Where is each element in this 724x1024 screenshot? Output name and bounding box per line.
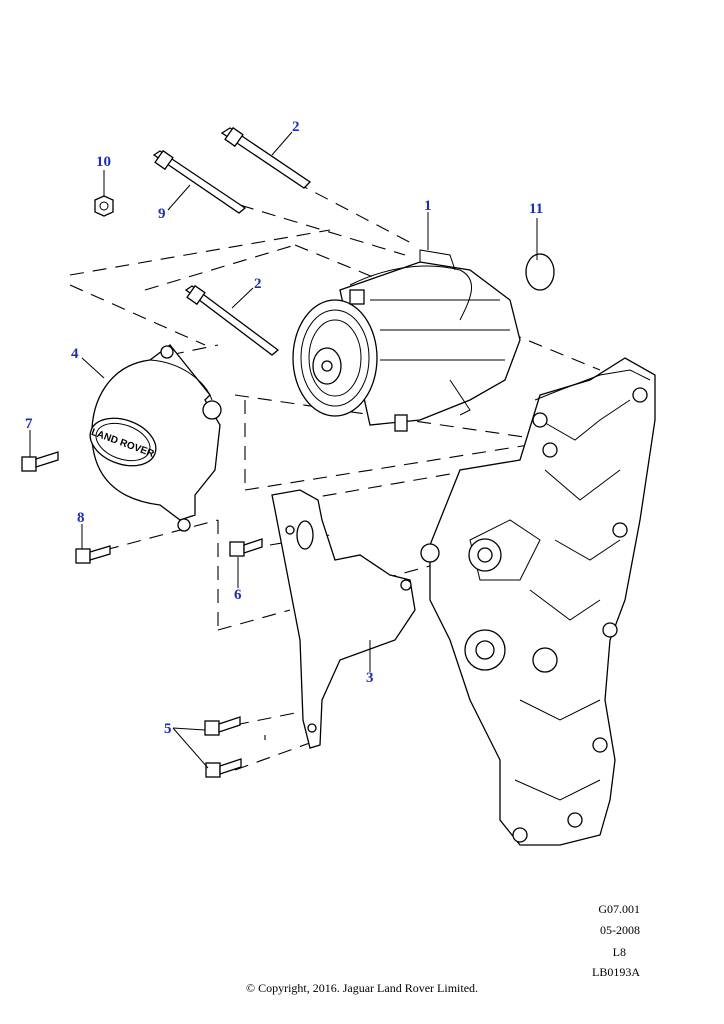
ac-compressor: [292, 249, 521, 432]
compressor-cover: LAND ROVER: [89, 344, 222, 532]
callout-4[interactable]: 4: [71, 346, 79, 362]
callout-8[interactable]: 8: [77, 510, 85, 526]
reference-model: L8: [612, 945, 626, 959]
compressor-mounting-bracket: [420, 357, 656, 846]
callout-1[interactable]: 1: [424, 198, 432, 214]
support-bracket: [271, 489, 416, 749]
bolt-item-5-upper: [204, 716, 241, 736]
callout-3[interactable]: 3: [366, 670, 374, 686]
callout-9[interactable]: 9: [158, 206, 166, 222]
callout-11[interactable]: 11: [529, 201, 543, 217]
o-ring-item-11: [525, 253, 555, 291]
callout-7[interactable]: 7: [25, 416, 33, 432]
callouts: 1 2 2 3 4 5 6 7 8 9 10 11: [25, 119, 543, 737]
bolt-item-8: [75, 545, 111, 564]
callout-2-upper[interactable]: 2: [292, 119, 300, 135]
reference-group: G07.001: [598, 902, 640, 916]
callout-5[interactable]: 5: [164, 721, 172, 737]
bolt-item-7: [21, 451, 59, 472]
copyright-notice: © Copyright, 2016. Jaguar Land Rover Lim…: [245, 981, 479, 995]
stud-lower: [184, 284, 280, 356]
callout-10[interactable]: 10: [96, 154, 111, 170]
stud-item-9: [152, 149, 247, 214]
reference-date: 05-2008: [600, 923, 640, 937]
reference-illustration: LB0193A: [592, 965, 640, 979]
callout-2-lower[interactable]: 2: [254, 276, 262, 292]
bolt-item-6: [229, 538, 263, 557]
leader-lines: [29, 131, 538, 769]
callout-6[interactable]: 6: [234, 587, 242, 603]
bolt-item-5-lower: [205, 758, 242, 778]
stud-upper: [220, 126, 312, 189]
nut-item-10: [94, 195, 114, 217]
